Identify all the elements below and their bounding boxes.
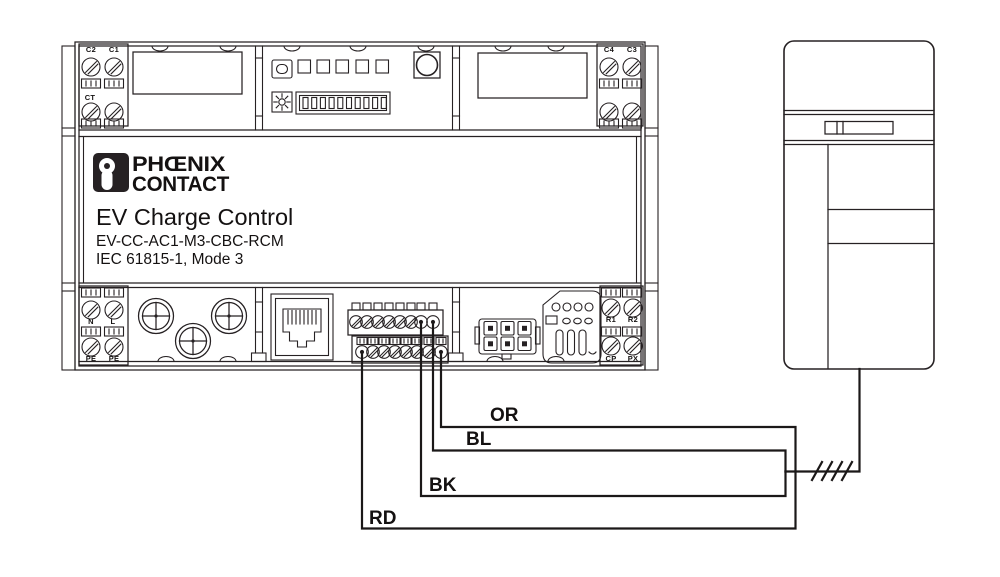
mounting-screw-icon — [137, 297, 175, 335]
terminal-label-pe1: PE — [86, 354, 97, 363]
display-window-left — [132, 51, 243, 95]
terminal-label-c1: C1 — [109, 45, 119, 54]
led-indicators — [297, 59, 390, 74]
din-bracket-left — [61, 45, 76, 371]
dip-switch-block — [295, 91, 391, 115]
terminal-label-r2: R2 — [628, 315, 638, 324]
terminal-label-c2: C2 — [86, 45, 96, 54]
status-connector-icon — [271, 59, 293, 79]
terminal-block-bottom-left: N L PE PE — [78, 285, 129, 366]
wire-rd — [360, 350, 797, 530]
device-case — [74, 41, 646, 371]
phoenix-emblem-icon — [93, 153, 129, 192]
wire-bk — [419, 320, 787, 498]
case-top-tabs — [151, 45, 565, 52]
terminal-label-ct: CT — [85, 93, 96, 102]
control-panel — [271, 51, 441, 115]
cable-conductor-slashes — [810, 460, 854, 482]
terminal-block-top-right: C4 C3 — [596, 43, 644, 129]
accessory-connector — [474, 318, 541, 360]
product-model: EV-CC-AC1-M3-CBC-RCM — [96, 233, 284, 250]
product-title: EV Charge Control — [96, 204, 293, 230]
wire-label-or: OR — [490, 405, 519, 426]
wire-label-rd: RD — [369, 508, 396, 529]
terminal-label-r1: R1 — [606, 315, 616, 324]
mounting-screws — [137, 297, 248, 360]
mounting-screw-icon — [210, 297, 248, 335]
ev-charge-controller: C2 C1 CT — [61, 41, 659, 371]
terminal-label-c3: C3 — [627, 45, 637, 54]
io-terminal-strip — [347, 302, 449, 364]
terminal-block-bottom-right: R1 R2 CP PX — [599, 285, 644, 366]
wire-bl — [431, 320, 787, 473]
terminal-label-l: L — [111, 317, 116, 326]
brand-logo: PHŒNIX CONTACT — [93, 152, 229, 196]
push-button — [413, 51, 441, 79]
product-standard: IEC 61815-1, Mode 3 — [96, 251, 243, 268]
rotary-switch-icon — [271, 91, 293, 113]
sim-card-holder — [542, 290, 602, 364]
brand-name-line1: PHŒNIX — [132, 152, 226, 176]
charging-station — [783, 40, 935, 370]
mounting-screw-icon — [174, 322, 212, 360]
wire-label-bk: BK — [429, 475, 457, 496]
card-slot — [824, 120, 894, 135]
rj45-port — [270, 293, 334, 361]
wire-label-bl: BL — [466, 429, 492, 450]
wiring: OR BL BK RD — [360, 320, 861, 530]
brand-name-line2: CONTACT — [132, 172, 229, 196]
din-bracket-right — [644, 45, 659, 371]
wire-or — [439, 350, 797, 473]
cable-to-station — [784, 367, 861, 473]
divider-columns — [250, 45, 464, 363]
display-window-right — [477, 52, 588, 99]
terminal-label-n: N — [88, 317, 94, 326]
terminal-label-px: PX — [628, 354, 639, 363]
terminal-block-top-left: C2 C1 CT — [78, 43, 129, 129]
terminal-label-cp: CP — [605, 354, 616, 363]
terminal-label-pe2: PE — [109, 354, 120, 363]
station-outline — [783, 40, 935, 370]
terminal-label-c4: C4 — [604, 45, 615, 54]
